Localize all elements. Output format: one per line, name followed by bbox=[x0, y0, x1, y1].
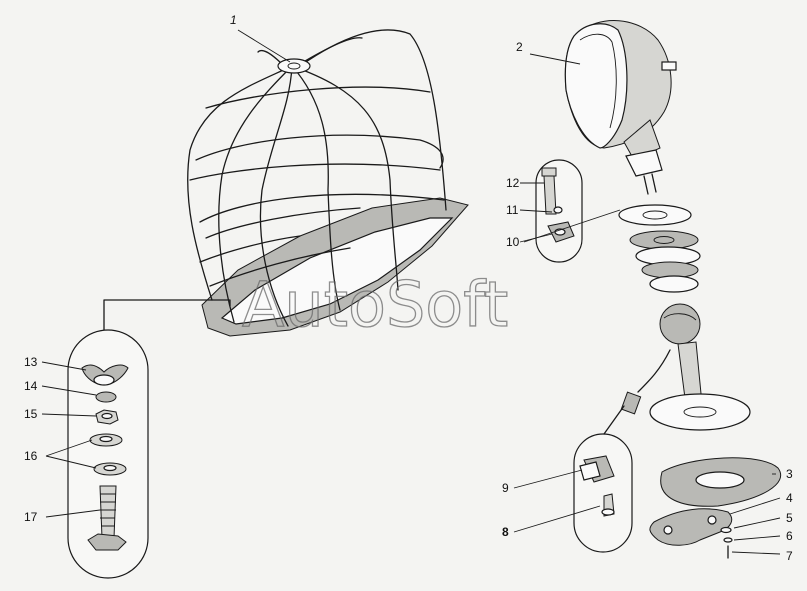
ball-joint-icon bbox=[659, 303, 701, 345]
callout-14: 14 bbox=[24, 379, 38, 393]
callout-16: 16 bbox=[24, 449, 38, 463]
callout-5: 5 bbox=[786, 511, 793, 525]
long-bolt-icon bbox=[87, 485, 127, 551]
wing-nut-icon bbox=[81, 364, 129, 386]
wire-cage-icon bbox=[187, 29, 469, 337]
callout-17: 17 bbox=[24, 510, 38, 524]
callout-8: 8 bbox=[502, 525, 509, 539]
leader-lines bbox=[41, 29, 781, 555]
watermark-text: AutoSoft bbox=[242, 268, 508, 341]
gasket-icon bbox=[660, 457, 781, 507]
callout-labels: 1 2 3 4 5 6 7 8 9 10 11 12 13 14 15 16 1… bbox=[24, 13, 793, 563]
small-fasteners-icon bbox=[720, 526, 733, 559]
callout-4: 4 bbox=[786, 491, 793, 505]
lock-washer-icon bbox=[95, 391, 117, 403]
callout-15: 15 bbox=[24, 407, 38, 421]
detail-capsule-right bbox=[573, 405, 633, 553]
mount-stack-icon bbox=[618, 204, 751, 431]
callout-6: 6 bbox=[786, 529, 793, 543]
callout-13: 13 bbox=[24, 355, 38, 369]
callout-7: 7 bbox=[786, 549, 793, 563]
callout-9: 9 bbox=[502, 481, 509, 495]
callout-3: 3 bbox=[786, 467, 793, 481]
callout-10: 10 bbox=[506, 235, 520, 249]
callout-1: 1 bbox=[230, 13, 237, 27]
callout-2: 2 bbox=[516, 40, 523, 54]
clamp-bracket-icon bbox=[649, 508, 733, 546]
callout-11: 11 bbox=[506, 203, 519, 217]
detail-capsule-left bbox=[67, 299, 231, 579]
callout-12: 12 bbox=[506, 176, 520, 190]
hex-nut-icon bbox=[95, 409, 119, 425]
lamp-housing-icon bbox=[564, 20, 677, 195]
washer-icon bbox=[89, 433, 127, 476]
